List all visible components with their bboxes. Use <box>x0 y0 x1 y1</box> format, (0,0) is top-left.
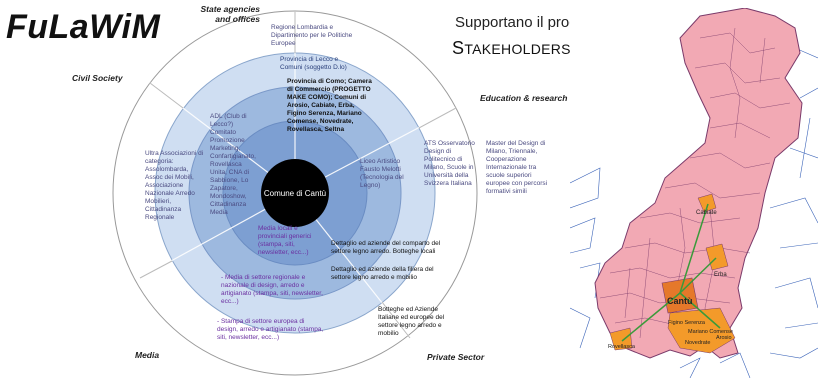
map-erba-area <box>705 243 729 271</box>
divider-left-outer <box>149 82 184 109</box>
block-civil-outer: Ultra Associazioni di categoria: Assolom… <box>145 150 204 221</box>
connector-south <box>679 292 721 329</box>
province-map: Cabiate Erba Cantù Figino Serenza Marian… <box>570 8 818 378</box>
support-title: Supportano il progetto: <box>455 14 607 31</box>
map-south-area <box>667 307 736 354</box>
sector-education: Education & research <box>480 93 568 103</box>
block-media-inner: Media locali e provinciali generici (sta… <box>258 225 312 256</box>
map-label-novedrate: Novedrate <box>685 340 710 346</box>
logo: FuLaWiM <box>6 8 161 46</box>
block-edu-inner: Liceo Artistico Fausto Melotti (Tecnolog… <box>360 158 404 189</box>
divider-right-outer <box>418 107 457 129</box>
stakeholders-heading: STAKEHOLDERS <box>452 38 571 59</box>
sector-dividers-outer <box>139 11 457 339</box>
block-private-inner2: Dettaglio ed aziende della filiera del s… <box>331 266 434 281</box>
center-circle <box>261 159 329 227</box>
block-media-mid: - Media di settore regionale e nazionale… <box>221 274 323 305</box>
block-private-inner: Dettaglio ed aziende del comparto del se… <box>331 240 441 255</box>
map-label-cabiate: Cabiate <box>696 210 717 216</box>
block-edu-outer: Master del Design di Milano, Triennale, … <box>486 140 548 195</box>
map-label-cantu: Cantù <box>667 296 693 306</box>
sector-private: Private Sector <box>427 352 485 362</box>
map-rovellasca-area <box>609 327 633 351</box>
block-provincia-main: Provincia di Como; Camera di Commercio (… <box>287 78 372 133</box>
divider-bottom-right-outer <box>381 301 411 339</box>
map-label-mariano: Mariano Comense <box>688 329 733 335</box>
map-label-rovellasca: Rovellasca <box>608 344 636 350</box>
block-edu-mid: ATS Osservatorio Design di Politecnico d… <box>424 140 475 187</box>
internal-municipality-lines <box>599 27 791 349</box>
connector-rovellasca <box>621 292 681 342</box>
stakeholders-heading-text: STAKEHOLDERS <box>452 38 571 58</box>
map-label-arosio: Arosio <box>716 335 732 341</box>
map-label-figino: Figino Serenza <box>668 320 706 326</box>
map-label-erba: Erba <box>714 272 727 278</box>
block-regione: Regione Lombardia e Dipartimento per le … <box>271 24 353 47</box>
connector-cabiate <box>679 203 709 294</box>
block-civil-inner: ADL (Club di Lecco?) Comitato Promozione… <box>210 113 256 216</box>
block-private-outer: Botteghe ed Aziende Italiane ed europee … <box>378 306 445 337</box>
map-cabiate-area <box>697 193 717 213</box>
sector-civil: Civil Society <box>72 73 123 83</box>
connector-erba <box>679 257 717 294</box>
map-connectors <box>621 203 721 342</box>
sector-state: State agencies and offices <box>200 4 260 24</box>
divider-bottom-left-outer <box>139 260 173 279</box>
block-media-outer: - Stampa di settore europea di design, a… <box>217 318 324 341</box>
sector-media: Media <box>135 350 160 360</box>
center-label: Comune di Cantù <box>264 189 326 198</box>
stakeholder-diagram: Comune di Cantù <box>112 10 478 376</box>
block-provincia-header: Provincia di Lecco e Comuni (soggetto D.… <box>280 56 347 71</box>
outer-municipality-lines <box>570 47 818 378</box>
